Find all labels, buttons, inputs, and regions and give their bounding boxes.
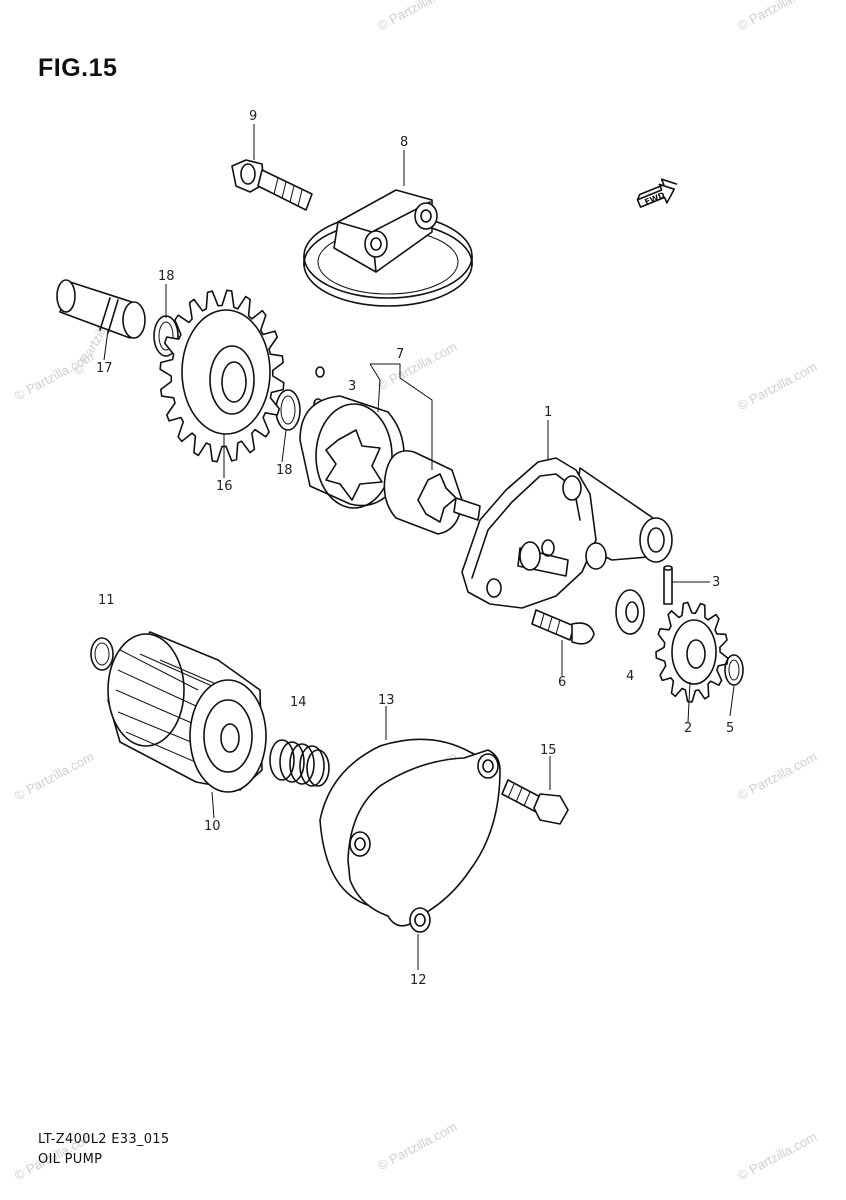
part-15-bolt	[501, 779, 569, 825]
figure-title: FIG.15	[38, 54, 118, 82]
part-7-outer-rotor	[299, 395, 405, 509]
callout-10: 10	[204, 819, 221, 834]
part-12-oil-filter-cap	[347, 749, 501, 933]
callout-11: 11	[98, 593, 115, 608]
callout-17: 17	[96, 361, 113, 376]
callout-2: 2	[684, 721, 692, 736]
part-2-oil-pump-drive-gear	[655, 601, 729, 703]
callout-9: 9	[249, 109, 257, 124]
callout-18-upper: 18	[158, 269, 175, 284]
part-6-screw	[531, 609, 595, 645]
leader-lines	[103, 124, 735, 970]
forward-arrow-badge: FWD	[636, 178, 678, 208]
part-1-oil-pump-body	[461, 457, 673, 609]
callout-18-lower: 18	[276, 463, 293, 478]
part-8-oil-strainer-cap	[303, 189, 473, 307]
callout-12: 12	[410, 973, 427, 988]
diagram-code: LT-Z400L2 E33_015	[38, 1132, 170, 1147]
callout-labels: 9 8 18 17 7 3 1 18 16 3 11 4 6 14 13 2 5…	[96, 109, 734, 988]
callout-16: 16	[216, 479, 233, 494]
callout-3-upper: 3	[348, 379, 356, 394]
callout-15: 15	[540, 743, 557, 758]
callout-13: 13	[378, 693, 395, 708]
callout-6: 6	[558, 675, 566, 690]
callout-14: 14	[290, 695, 307, 710]
part-3-dowel-pin	[663, 565, 673, 605]
callout-1: 1	[544, 405, 552, 420]
callout-8: 8	[400, 135, 408, 150]
part-11-o-ring	[90, 637, 114, 671]
callout-7: 7	[396, 347, 404, 362]
part-14-spring	[269, 739, 330, 787]
fwd-label: FWD	[643, 190, 666, 206]
callout-4: 4	[626, 669, 634, 684]
part-9-bolt	[231, 159, 313, 211]
part-4-washer	[615, 589, 645, 635]
part-5-circlip	[724, 654, 744, 686]
part-17-pump-shaft	[56, 279, 146, 339]
part-7-inner-rotor	[383, 450, 481, 535]
diagram-caption: OIL PUMP	[38, 1152, 103, 1167]
part-10-oil-filter	[107, 631, 267, 793]
part-16-oil-pump-driven-gear	[159, 289, 285, 463]
callout-3-right: 3	[712, 575, 720, 590]
callout-5: 5	[726, 721, 734, 736]
